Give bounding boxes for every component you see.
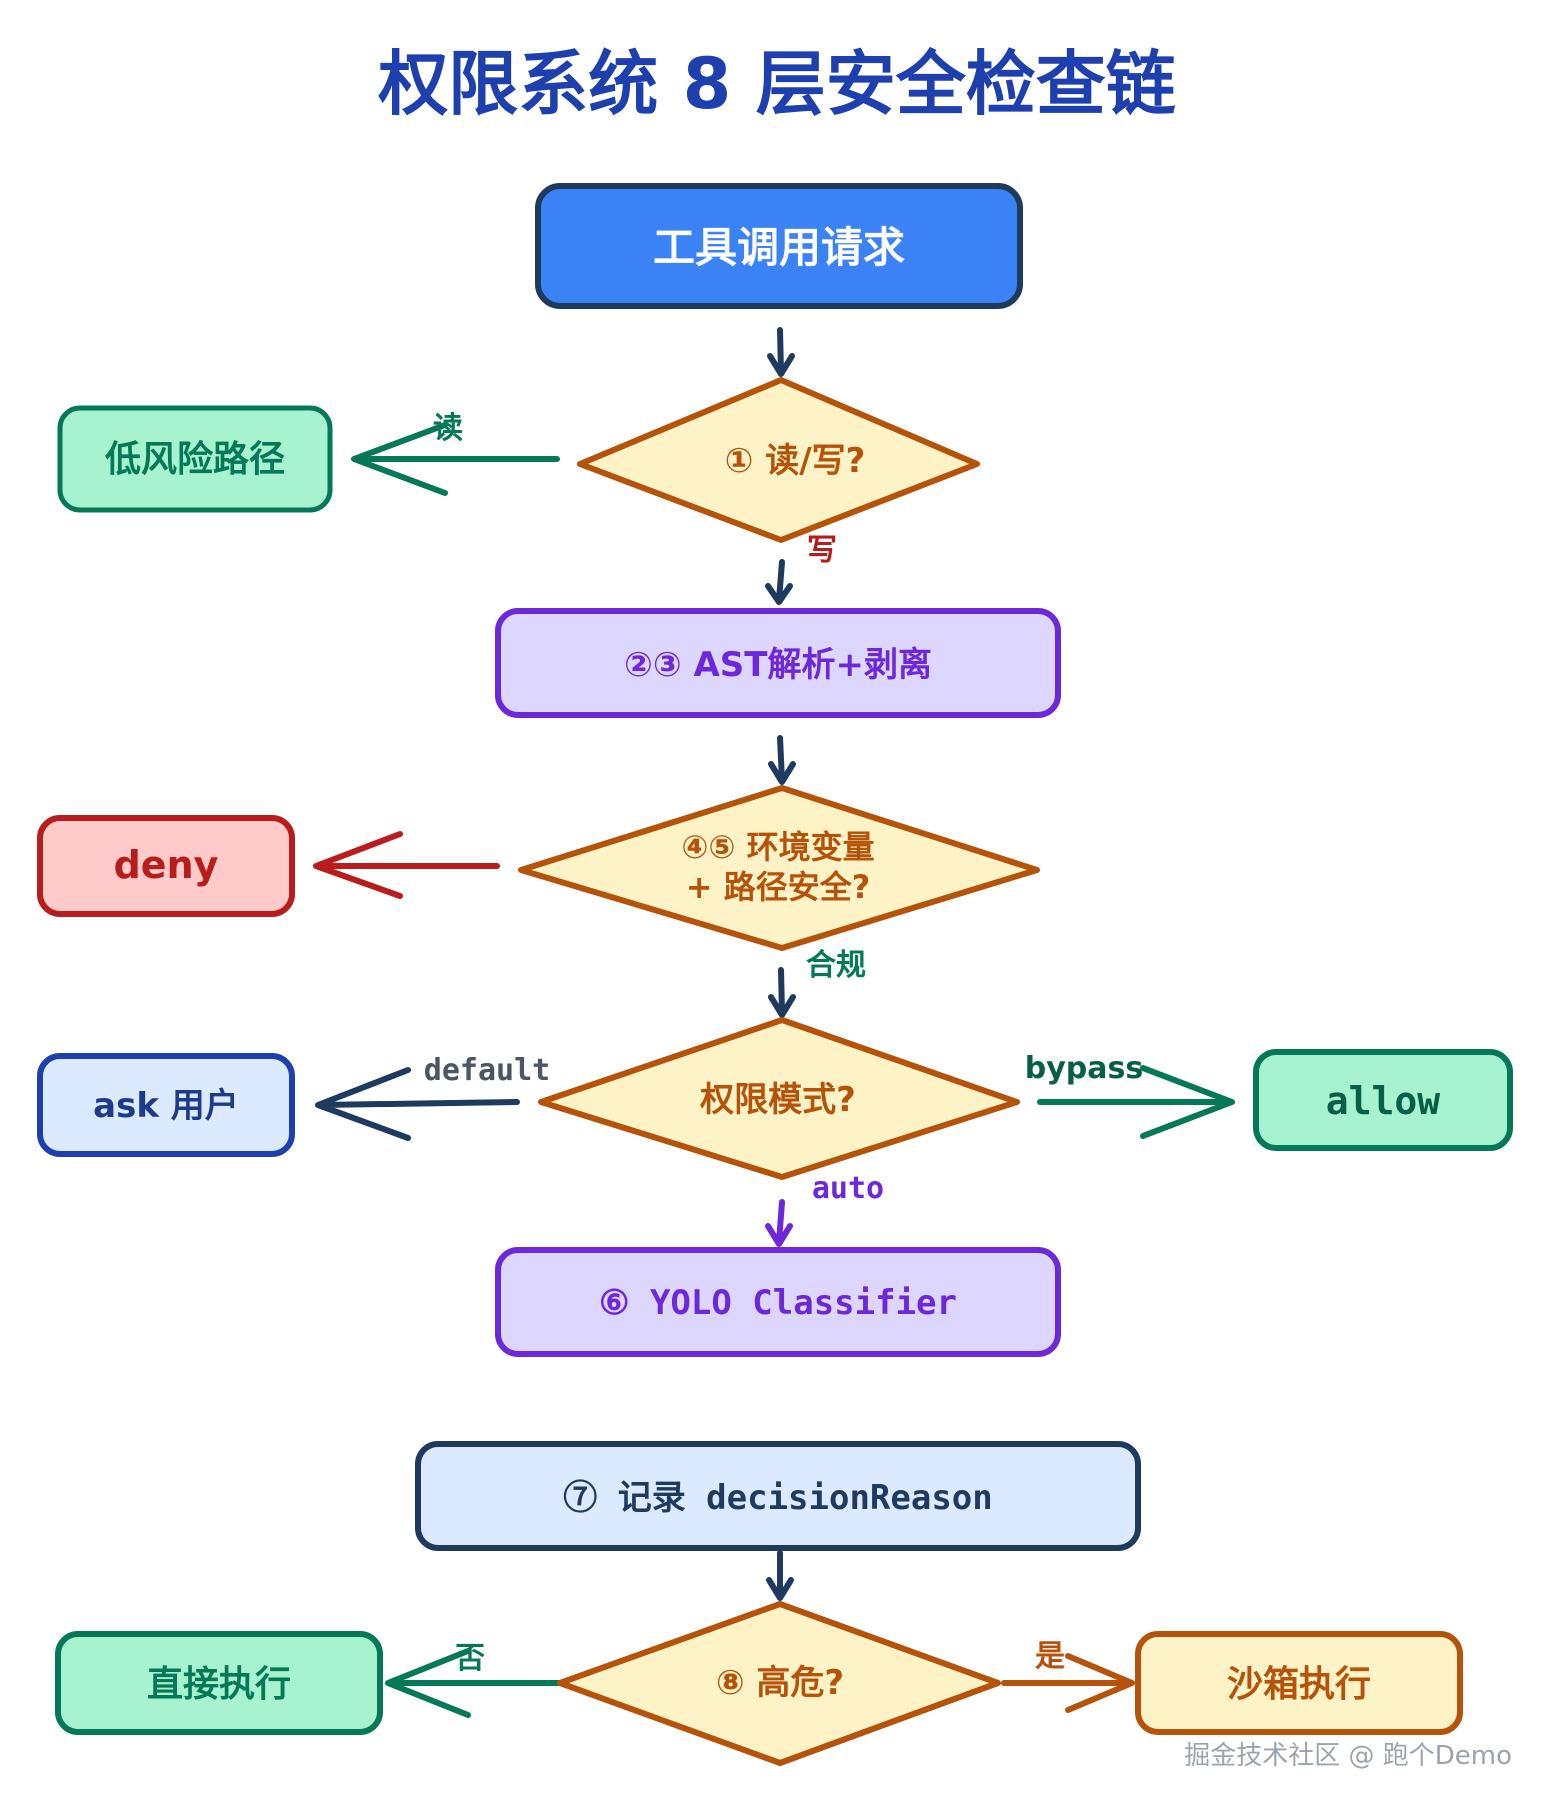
arrowhead	[766, 1577, 794, 1601]
node-label: 沙箱执行	[1227, 1664, 1371, 1705]
arrowhead	[768, 761, 796, 785]
arrowhead	[1140, 1065, 1235, 1139]
edge-label-write: 写	[807, 533, 837, 568]
arrowhead	[385, 1648, 471, 1718]
node-env-path-decision: ④⑤ 环境变量 + 路径安全?	[518, 785, 1040, 951]
node-tool-call-request: 工具调用请求	[535, 183, 1023, 309]
watermark: 掘金技术社区 @ 跑个Demo	[1184, 1741, 1512, 1771]
node-label: ① 读/写?	[725, 441, 866, 481]
node-deny: deny	[37, 815, 295, 917]
node-label: 工具调用请求	[653, 223, 905, 272]
node-record-decision-reason: ⑦ 记录 decisionReason	[415, 1441, 1141, 1551]
arrowhead	[768, 994, 796, 1018]
node-label: ⑥ YOLO Classifier	[599, 1283, 957, 1323]
node-label-line2: + 路径安全?	[686, 868, 871, 906]
edge-envpath-to-permmode	[778, 967, 785, 1016]
edge-readwrite-to-ast	[776, 559, 785, 603]
diagram-title: 权限系统 8 层安全检查链	[377, 43, 1175, 125]
node-label: ask 用户	[93, 1086, 239, 1126]
edge-permmode-to-askuser	[317, 1099, 520, 1108]
node-low-risk-path: 低风险路径	[57, 405, 333, 513]
node-ask-user: ask 用户	[37, 1053, 295, 1157]
node-label: 直接执行	[147, 1664, 291, 1705]
edge-ast-to-envpath	[777, 735, 785, 783]
arrowhead	[313, 831, 403, 899]
node-direct-execution: 直接执行	[55, 1631, 383, 1735]
node-allow: allow	[1253, 1049, 1513, 1151]
arrowhead	[351, 422, 448, 496]
node-label: ②③ AST解析+剥离	[624, 645, 932, 685]
edge-label-compliant: 合规	[806, 948, 866, 983]
node-label: ⑧ 高危?	[716, 1663, 844, 1703]
arrowhead	[315, 1067, 411, 1141]
node-high-risk-decision: ⑧ 高危?	[557, 1601, 1001, 1766]
arrowhead	[765, 1223, 793, 1247]
edges	[313, 327, 1235, 1718]
node-label: ⑦ 记录 decisionReason	[563, 1478, 993, 1518]
edge-label-auto: auto	[812, 1171, 884, 1206]
arrowhead	[1065, 1653, 1135, 1713]
edge-request-to-readwrite	[777, 327, 784, 375]
edge-label-default: default	[424, 1053, 550, 1088]
node-read-write-decision: ① 读/写?	[577, 377, 980, 543]
node-label: allow	[1326, 1079, 1441, 1123]
node-sandbox-execution: 沙箱执行	[1135, 1631, 1463, 1735]
node-label-line1: ④⑤ 环境变量	[681, 828, 874, 866]
edge-permmode-to-yolo	[776, 1199, 785, 1245]
edge-label-read: 读	[433, 411, 463, 446]
node-label: 权限模式?	[699, 1080, 856, 1120]
arrowhead	[767, 353, 795, 377]
edge-label-bypass: bypass	[1025, 1051, 1143, 1086]
node-permission-mode-decision: 权限模式?	[538, 1017, 1020, 1180]
edge-label-yes: 是	[1035, 1639, 1065, 1674]
node-yolo-classifier: ⑥ YOLO Classifier	[495, 1247, 1061, 1357]
edge-label-no: 否	[455, 1641, 485, 1676]
node-ast-parse: ②③ AST解析+剥离	[495, 608, 1061, 718]
node-label: deny	[114, 843, 219, 887]
node-label: 低风险路径	[105, 439, 285, 480]
arrowhead	[765, 583, 793, 605]
